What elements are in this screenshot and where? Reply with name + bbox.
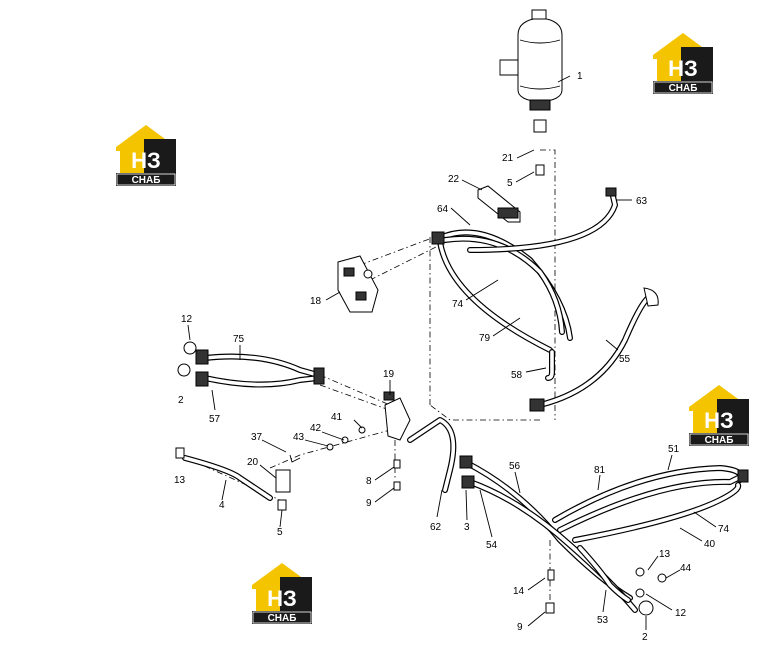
svg-text:СНАБ: СНАБ <box>132 175 161 186</box>
accumulator <box>499 9 563 176</box>
callout-label: 44 <box>680 563 692 574</box>
svg-text:НЗ: НЗ <box>267 586 297 611</box>
callout-label: 57 <box>209 414 221 425</box>
callout-label: 51 <box>668 444 680 455</box>
callout-label: 9 <box>517 622 523 633</box>
callout-label: 55 <box>619 354 631 365</box>
callout-label: 18 <box>310 296 322 307</box>
callout-label: 19 <box>383 369 395 380</box>
callout-label: 74 <box>718 524 730 535</box>
callout-label: 81 <box>594 465 606 476</box>
callout-label: 14 <box>513 586 525 597</box>
svg-text:СНАБ: СНАБ <box>669 83 698 94</box>
callout-label: 75 <box>233 334 245 345</box>
watermark-logo: НЗ СНАБ <box>688 384 750 447</box>
callout-label: 12 <box>675 608 687 619</box>
callout-label: 9 <box>366 498 372 509</box>
svg-text:НЗ: НЗ <box>668 56 698 81</box>
callout-label: 63 <box>636 196 648 207</box>
callout-label: 56 <box>509 461 521 472</box>
svg-text:СНАБ: СНАБ <box>268 613 297 624</box>
callout-label: 2 <box>178 395 184 406</box>
callout-label: 3 <box>464 522 470 533</box>
callout-label: 64 <box>437 204 449 215</box>
callout-label: 2 <box>642 632 648 643</box>
callout-label: 42 <box>310 423 322 434</box>
callout-label: 20 <box>247 457 259 468</box>
callout-label: 54 <box>486 540 498 551</box>
callout-label: 21 <box>502 153 514 164</box>
pipe-4 <box>175 447 287 511</box>
callout-label: 40 <box>704 539 716 550</box>
callout-label: 53 <box>597 615 609 626</box>
bracket <box>477 185 521 223</box>
callout-label: 13 <box>659 549 671 560</box>
distribution-block <box>275 391 411 493</box>
callout-label: 8 <box>366 476 372 487</box>
upper-hose-loop <box>431 187 618 381</box>
callout-label: 13 <box>174 475 186 486</box>
watermark-logo: НЗ СНАБ <box>652 32 714 95</box>
watermark-logo: НЗ СНАБ <box>251 562 313 625</box>
callout-label: 62 <box>430 522 442 533</box>
svg-text:НЗ: НЗ <box>704 408 734 433</box>
callout-labels: 1 21 5 22 63 64 18 74 79 55 58 12 75 2 5… <box>174 71 730 643</box>
callout-label: 4 <box>219 500 225 511</box>
callout-label: 43 <box>293 432 305 443</box>
callout-label: 79 <box>479 333 491 344</box>
callout-label: 5 <box>507 178 513 189</box>
svg-text:СНАБ: СНАБ <box>705 435 734 446</box>
hoses-75-57 <box>177 341 325 388</box>
callout-label: 41 <box>331 412 343 423</box>
leader-lines <box>187 75 717 630</box>
valve-block <box>337 255 379 313</box>
watermark-logo: НЗ СНАБ <box>115 124 177 187</box>
lower-hose-bundle <box>407 417 749 616</box>
svg-text:НЗ: НЗ <box>131 148 161 173</box>
callout-label: 58 <box>511 370 523 381</box>
callout-label: 5 <box>277 527 283 538</box>
callout-label: 1 <box>577 71 583 82</box>
hose-55 <box>529 287 659 412</box>
callout-label: 22 <box>448 174 460 185</box>
callout-label: 74 <box>452 299 464 310</box>
callout-label: 37 <box>251 432 263 443</box>
callout-label: 12 <box>181 314 193 325</box>
